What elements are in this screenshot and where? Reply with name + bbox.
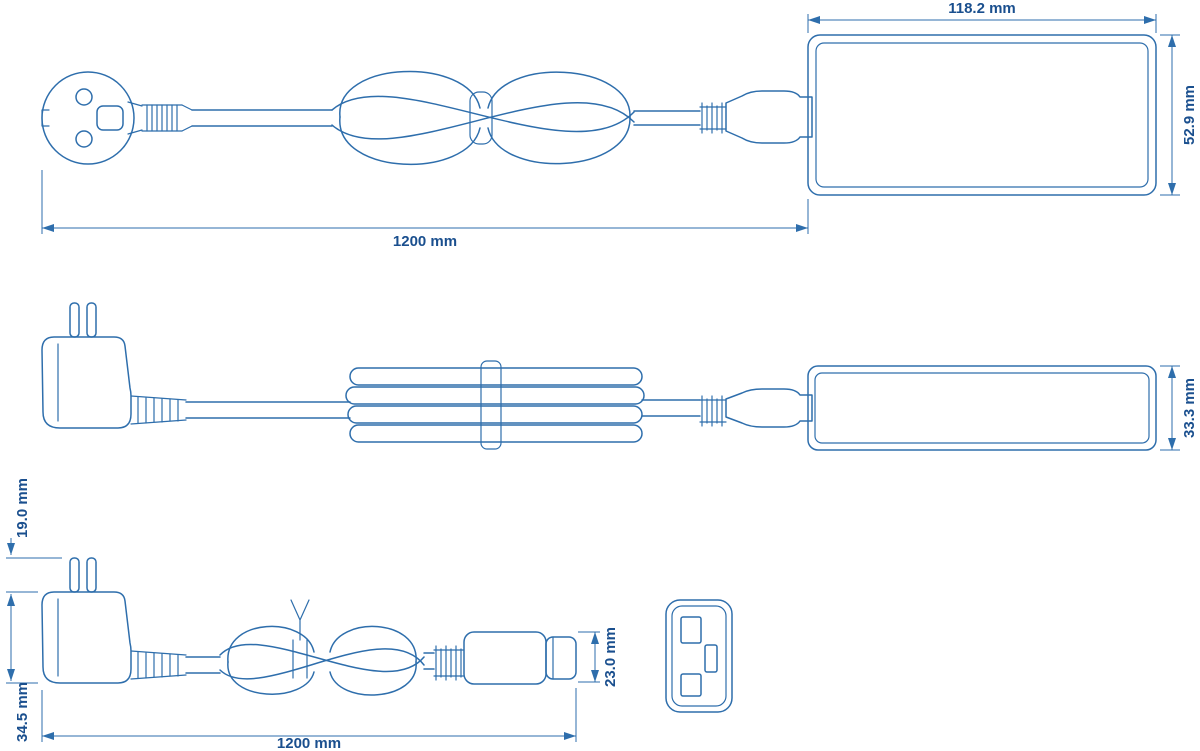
cord-length-label: 1200 mm [277, 735, 341, 751]
adapter-width-label: 118.2 mm [948, 0, 1016, 17]
plug-side-lower [41, 557, 187, 684]
coil-tie [469, 91, 493, 145]
dimension-cord-length: 1200 mm [41, 688, 577, 751]
cable-length-label: 1200 mm [393, 233, 457, 250]
plug-strain-relief [127, 101, 193, 135]
cord-coil [331, 70, 635, 165]
iec-connector-front [665, 599, 733, 713]
dc-connector-side [699, 388, 813, 428]
dimension-cable-length-top: 1200 mm [41, 170, 809, 250]
adapter-height-label: 52.9 mm [1181, 85, 1198, 145]
cord-coil-lower [219, 599, 425, 696]
adapter-thickness-label: 33.3 mm [1181, 378, 1198, 438]
power-cord [191, 109, 701, 127]
pin-slot [680, 616, 702, 644]
cord-detail-view: 23.0 mm 19.0 mm 34.5 mm 1200 mm [6, 478, 733, 751]
coil-tie [480, 360, 502, 450]
coil-tie-y [290, 599, 310, 679]
power-cord-side [185, 399, 701, 419]
power-cord-lower [185, 652, 435, 674]
dimension-adapter-thickness: 33.3 mm [1160, 365, 1198, 451]
adapter-body-side [807, 365, 1157, 451]
dimension-adapter-height: 52.9 mm [1160, 34, 1198, 196]
plug-side [41, 302, 187, 429]
dimension-plug-height: 34.5 mm [6, 594, 38, 742]
dc-connector [699, 90, 813, 144]
side-view: 33.3 mm [41, 302, 1198, 451]
cord-coil-side [345, 360, 645, 450]
connector-height-label: 23.0 mm [602, 627, 619, 687]
plug-height-label: 34.5 mm [14, 682, 31, 742]
dimension-prong-length: 19.0 mm [6, 478, 62, 593]
dimension-adapter-width: 118.2 mm [807, 0, 1157, 33]
top-view: 118.2 mm 52.9 mm 1200 mm [41, 0, 1198, 250]
prong-length-label: 19.0 mm [14, 478, 31, 538]
pin-slot [680, 673, 702, 697]
schuko-plug-top [41, 71, 135, 165]
dimension-connector-height: 23.0 mm [578, 627, 619, 687]
pin-slot [704, 644, 718, 673]
iec-connector-side [433, 631, 577, 685]
adapter-body-top [807, 34, 1157, 196]
